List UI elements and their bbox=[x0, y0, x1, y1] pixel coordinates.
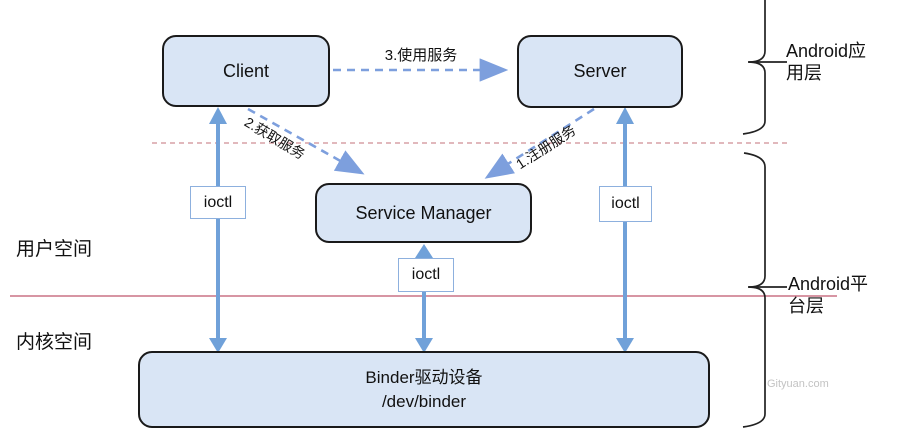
server-binder-arrow bbox=[616, 107, 634, 353]
android-app-layer-label: Android应用层 bbox=[786, 41, 867, 83]
service-manager-node-label: Service Manager bbox=[355, 202, 492, 223]
watermark-text: Gityuan.com bbox=[767, 378, 829, 390]
register-service-arrow bbox=[484, 107, 595, 179]
ioctl-badge-servicemanager-label: ioctl bbox=[411, 266, 441, 283]
ioctl-badge-server: ioctl bbox=[599, 186, 652, 222]
binder-driver-node: Binder驱动设备 /dev/binder bbox=[138, 351, 710, 428]
platform-layer-brace bbox=[742, 152, 787, 428]
service-manager-node: Service Manager bbox=[315, 183, 532, 243]
binder-driver-title: Binder驱动设备 bbox=[365, 368, 483, 388]
client-node: Client bbox=[162, 35, 330, 107]
binder-driver-path: /dev/binder bbox=[381, 391, 467, 411]
client-node-label: Client bbox=[222, 60, 270, 81]
kernel-space-label: 内核空间 bbox=[16, 332, 93, 353]
ioctl-badge-client: ioctl bbox=[190, 186, 246, 219]
user-space-label: 用户空间 bbox=[16, 239, 93, 260]
android-platform-layer-label: Android平台层 bbox=[788, 274, 869, 316]
client-binder-arrow bbox=[209, 107, 227, 353]
ioctl-badge-client-label: ioctl bbox=[203, 193, 233, 211]
server-node: Server bbox=[517, 35, 683, 108]
use-service-label: 3.使用服务 bbox=[384, 47, 458, 64]
server-node-label: Server bbox=[573, 61, 627, 81]
get-service-arrow bbox=[247, 107, 365, 175]
ioctl-badge-servicemanager: ioctl bbox=[398, 258, 454, 292]
app-layer-brace bbox=[742, 0, 787, 135]
ioctl-badge-server-label: ioctl bbox=[611, 195, 640, 212]
